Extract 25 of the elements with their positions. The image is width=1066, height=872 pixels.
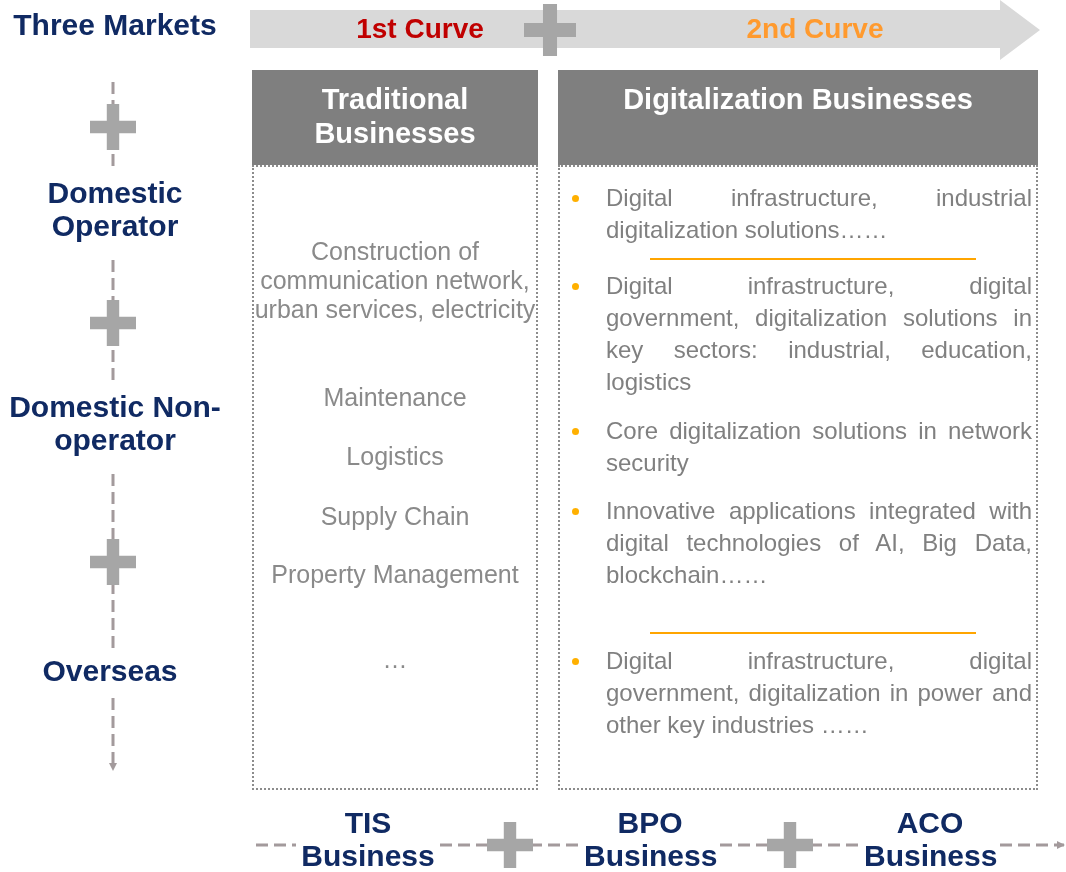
column-header: Traditional Businesses xyxy=(252,70,538,165)
business-label: BPO Business xyxy=(584,806,716,872)
market-label: Domestic Non-operator xyxy=(5,390,225,470)
business-item: Logistics xyxy=(345,442,445,471)
business-label: ACO Business xyxy=(864,806,996,872)
curve-label: 2nd Curve xyxy=(745,12,885,46)
bullet-text: Innovative applications integrated with digital technologies of AI, Big Data, blockchain…… xyxy=(606,496,1032,590)
market-label: Overseas xyxy=(10,654,210,694)
market-label: Domestic Operator xyxy=(10,176,220,256)
business-item: Maintenance xyxy=(322,383,468,412)
column-header: Digitalization Businesses xyxy=(558,70,1038,165)
bullet-text: Core digitalization solutions in network security xyxy=(606,416,1032,478)
curve-label: 1st Curve xyxy=(355,12,485,46)
bullet-text: Digital infrastructure, digital government, digitalization in power and other key industries …… xyxy=(606,646,1032,740)
connector xyxy=(1000,841,1065,849)
business-item: Construction of communication network, urban services, electricity xyxy=(253,237,537,324)
connector xyxy=(109,698,117,771)
connector xyxy=(256,843,296,847)
business-item: Property Management xyxy=(270,560,520,589)
business-item: Supply Chain xyxy=(319,502,471,531)
business-label: TIS Business xyxy=(300,806,436,872)
market-label: Three Markets xyxy=(10,8,220,78)
bullet-text: Digital infrastructure, digital government, digitalization solutions in key sectors: industrial, education, logistics xyxy=(606,271,1032,397)
business-item: … xyxy=(381,645,409,674)
bullet-text: Digital infrastructure, industrial digitalization solutions…… xyxy=(606,183,1032,245)
